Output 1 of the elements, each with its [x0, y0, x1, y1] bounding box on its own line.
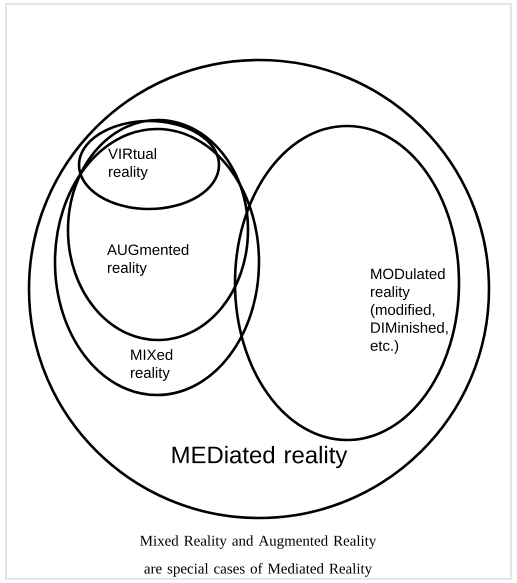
caption: Mixed Reality and Augmented Reality are special cases of Mediated Reality	[140, 535, 376, 577]
